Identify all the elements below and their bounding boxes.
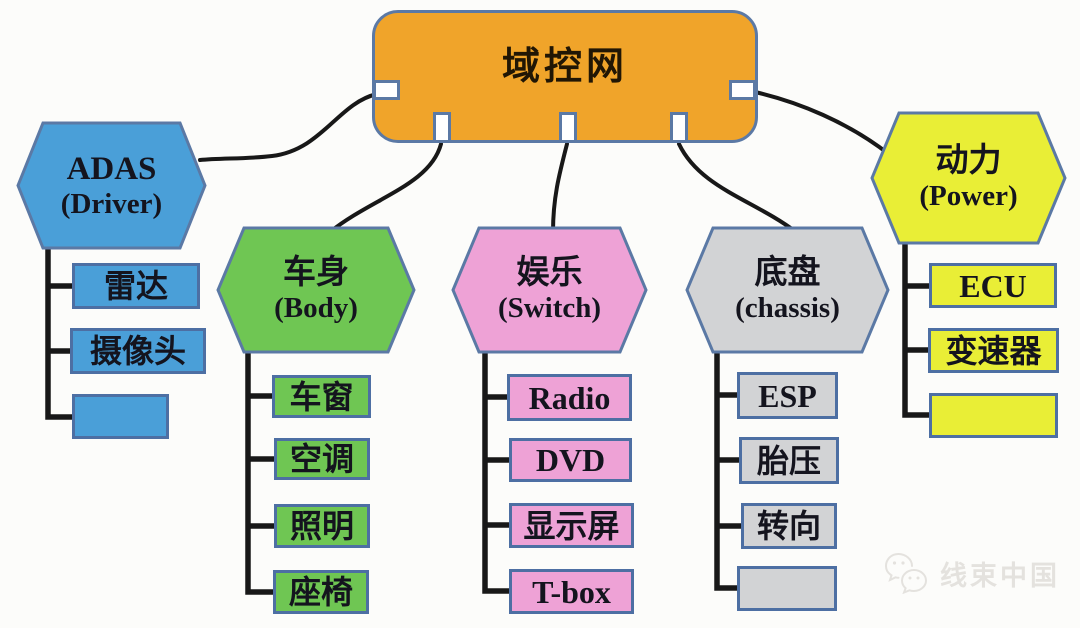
box-esp: ESP <box>737 372 838 419</box>
hexagon-body-label: 车身 (Body) <box>218 228 414 352</box>
hexagon-body <box>216 226 416 354</box>
box-dvd: DVD <box>509 438 632 482</box>
hexagon-entertainment-shape <box>451 226 648 354</box>
wechat-logo-icon <box>884 552 928 594</box>
hexagon-adas-label-line1: ADAS <box>66 150 157 187</box>
box-seat: 座椅 <box>273 570 369 614</box>
hexagon-power <box>870 111 1067 245</box>
box-empty-power <box>929 393 1058 438</box>
connector-hub-to-body <box>328 142 443 234</box>
connector-hub-to-power <box>753 90 892 157</box>
hexagon-power-shape <box>870 111 1067 245</box>
hexagon-power-label-line2: (Power) <box>919 180 1018 213</box>
hexagon-entertainment-label-line1: 娱乐 <box>516 255 583 292</box>
tree-power <box>902 236 935 418</box>
hexagon-chassis-label: 底盘 (chassis) <box>687 228 888 352</box>
hexagon-adas-label: ADAS (Driver) <box>18 123 205 248</box>
watermark: 线束中国 <box>884 552 1060 594</box>
box-tire-pressure: 胎压 <box>739 437 839 484</box>
connector-hub-to-adas <box>198 92 379 162</box>
tree-adas <box>45 241 79 420</box>
hexagon-chassis-label-line1: 底盘 <box>754 255 821 292</box>
hexagon-adas <box>16 121 207 250</box>
box-steering: 转向 <box>741 503 837 549</box>
box-radar: 雷达 <box>72 263 200 309</box>
box-display-screen: 显示屏 <box>509 503 634 548</box>
box-lighting: 照明 <box>274 504 370 548</box>
box-transmission: 变速器 <box>928 328 1059 373</box>
hexagon-body-label-line1: 车身 <box>283 255 349 292</box>
hexagon-adas-label-line2: (Driver) <box>60 187 163 220</box>
hub-port-bottom-1 <box>433 112 451 143</box>
hub-title: 域控网 <box>501 46 628 88</box>
hub-port-bottom-3 <box>670 112 688 143</box>
hub-port-left <box>373 80 400 100</box>
hexagon-entertainment-label: 娱乐 (Switch) <box>453 228 646 352</box>
hub-port-bottom-2 <box>559 112 577 143</box>
hexagon-adas-shape <box>16 121 207 250</box>
tree-entertainment <box>482 345 514 594</box>
tree-body <box>245 345 279 595</box>
hexagon-entertainment-label-line2: (Switch) <box>497 292 602 325</box>
hexagon-body-shape <box>216 226 416 354</box>
hexagon-body-label-line2: (Body) <box>274 292 358 325</box>
box-air-conditioner: 空调 <box>274 438 370 480</box>
connector-hub-to-entertainment <box>551 142 569 234</box>
hexagon-chassis-label-line2: (chassis) <box>735 292 840 325</box>
hexagon-entertainment <box>451 226 648 354</box>
box-camera: 摄像头 <box>70 328 206 374</box>
box-empty-adas <box>72 394 169 439</box>
hexagon-chassis <box>685 226 890 354</box>
box-empty-chassis <box>737 566 837 611</box>
watermark-text: 线束中国 <box>940 560 1060 591</box>
hexagon-power-label: 动力 (Power) <box>872 113 1065 243</box>
connector-hub-to-chassis <box>677 142 798 234</box>
hexagon-chassis-shape <box>685 226 890 354</box>
tree-chassis <box>714 345 744 591</box>
box-ecu: ECU <box>929 263 1057 308</box>
hub-port-right <box>729 80 756 100</box>
box-window: 车窗 <box>272 375 371 418</box>
box-tbox: T-box <box>509 569 634 614</box>
box-radio: Radio <box>507 374 632 421</box>
hexagon-power-label-line1: 动力 <box>935 143 1002 180</box>
